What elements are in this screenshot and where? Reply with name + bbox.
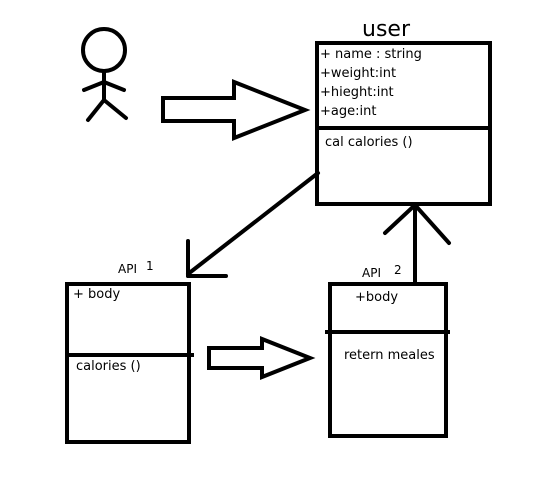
api2-title: API <box>362 266 381 280</box>
association-user-to-api1 <box>186 171 320 278</box>
api2-attribute-body: +body <box>355 290 399 305</box>
arrowhead-user-left <box>383 203 417 235</box>
api1-attribute-body: + body <box>73 287 121 302</box>
user-class-frame <box>315 41 492 206</box>
actor-figure <box>81 27 128 122</box>
block-arrow-api1-to-api2 <box>207 336 316 380</box>
user-attribute-age: +age:int <box>320 104 377 119</box>
user-class-title: user <box>362 17 410 42</box>
api2-method-retern-meales: retern meales <box>344 348 435 363</box>
user-class-box <box>315 41 492 206</box>
api1-method-calories: calories () <box>76 359 141 374</box>
user-attribute-name: + name : string <box>320 47 422 62</box>
api1-number: 1 <box>146 259 154 273</box>
api1-title: API <box>118 262 137 276</box>
actor-leg-right <box>102 98 128 120</box>
user-method-cal-calories: cal calories () <box>325 135 413 150</box>
user-attribute-weight: +weight:int <box>320 66 397 81</box>
actor-head <box>81 27 127 73</box>
association-line-user-api1 <box>186 171 320 276</box>
api1-class-box <box>65 282 194 444</box>
actor-arm-left <box>82 80 106 92</box>
api1-class-frame <box>65 282 191 444</box>
api2-class-box <box>325 282 450 438</box>
actor-leg-left <box>86 98 106 122</box>
user-attribute-height: +hieght:int <box>320 85 394 100</box>
api2-class-frame <box>328 282 448 438</box>
api2-number: 2 <box>394 263 402 277</box>
block-arrow-actor-to-user <box>161 79 311 141</box>
actor-arm-right <box>102 80 126 92</box>
association-api2-to-user <box>383 203 451 285</box>
arrowhead-user-right <box>413 203 451 245</box>
